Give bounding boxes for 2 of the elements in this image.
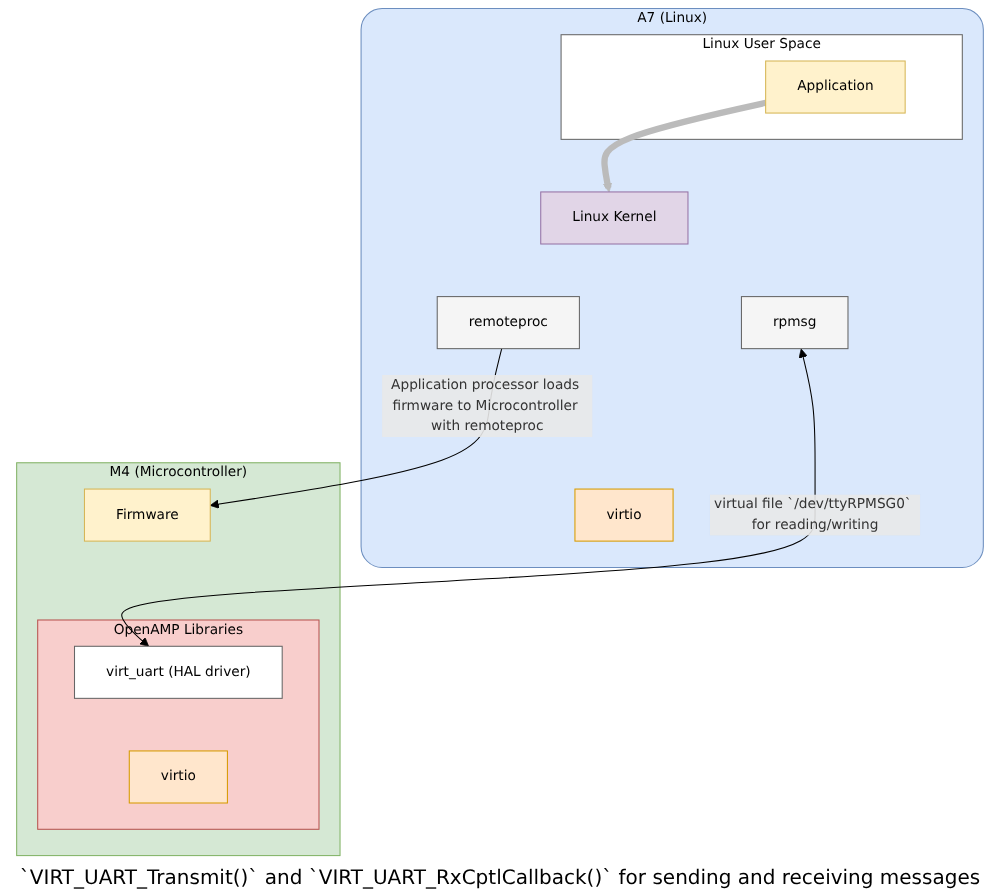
note-text: `VIRT_UART_Transmit()` and `VIRT_UART_RxCptlCallback()` for sending and receiving messages — [19, 868, 981, 890]
arrow — [601, 99, 767, 193]
